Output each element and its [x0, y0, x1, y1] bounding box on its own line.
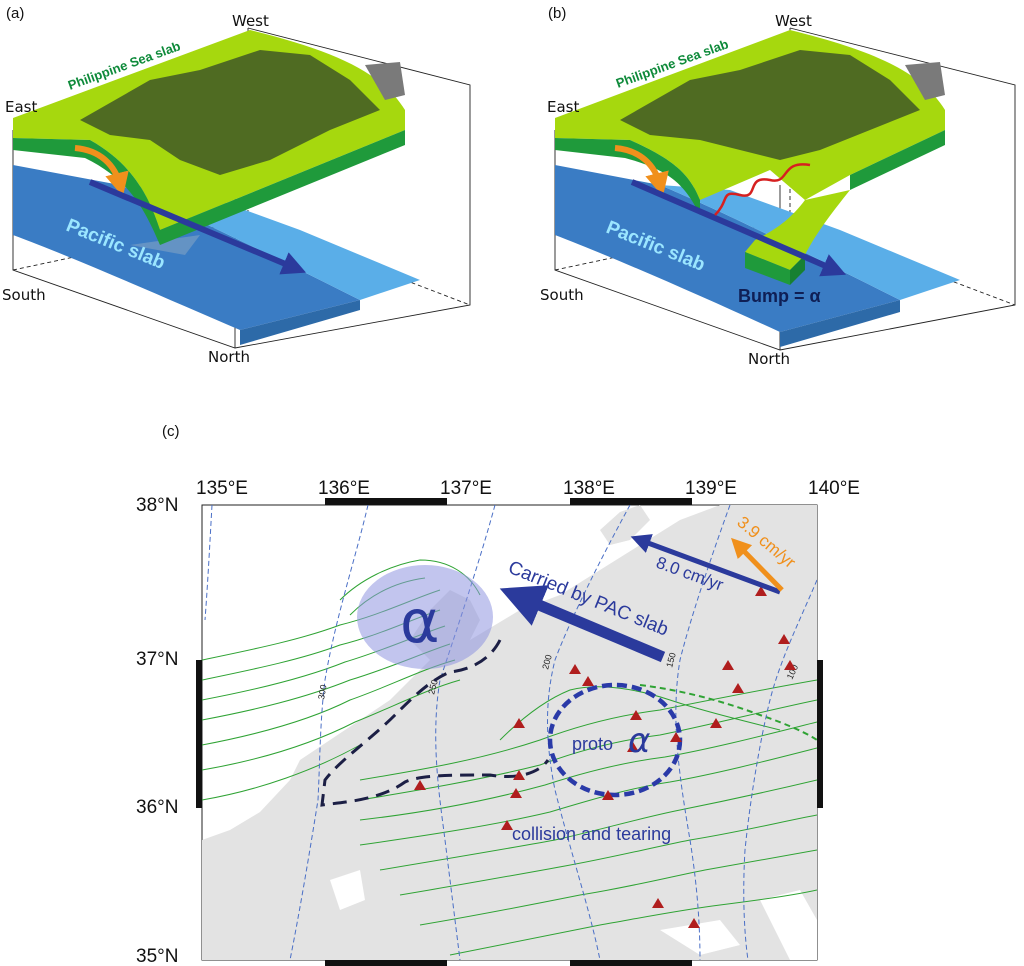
latitude-labels: 38°N 37°N 36°N 35°N: [136, 495, 178, 966]
panel-a-east-label: East: [5, 98, 37, 116]
map-volcanoes: [414, 586, 796, 928]
panel-a-psp-slab: [13, 30, 405, 245]
map-bay-3: [760, 890, 817, 960]
panel-b-psp-motion-arrow: [614, 145, 669, 197]
panel-a-psp-motion-arrow: [74, 145, 129, 197]
map-green-dashed-boundary: [639, 684, 817, 741]
pac-carry-arrow: [499, 585, 666, 663]
panel-b-psp-slab: [555, 30, 945, 285]
depth-label-300: 300: [316, 684, 328, 701]
lon-label-137: 137°E: [440, 478, 492, 499]
panel-b-east-label: East: [547, 98, 579, 116]
panel-b-tear-squiggle: [714, 163, 811, 216]
proto-alpha-symbol: α: [628, 721, 650, 761]
map-land: [202, 505, 817, 960]
alpha-symbol: α: [400, 587, 440, 657]
lon-label-136: 136°E: [318, 478, 370, 499]
panel-b-south-label: South: [540, 286, 584, 304]
lon-label-138: 138°E: [563, 478, 615, 499]
map-bay-1: [330, 870, 365, 910]
lat-label-36: 36°N: [136, 797, 178, 818]
depth-label-200: 200: [540, 653, 554, 670]
panel-b-letter: (b): [548, 5, 566, 22]
panel-a-west-label: West: [232, 12, 269, 30]
panel-a-north-label: North: [208, 348, 250, 366]
lon-label-140: 140°E: [808, 478, 860, 499]
collision-label: collision and tearing: [512, 824, 671, 844]
pac-velocity-arrow: [630, 534, 781, 595]
longitude-labels: 135°E 136°E 137°E 138°E 139°E 140°E: [196, 478, 860, 499]
panel-b: (b) East West South: [540, 5, 1016, 368]
panel-b-pac-motion-arrow: [630, 179, 847, 277]
panel-a: (a) East West South N: [2, 5, 471, 366]
psp-velocity-arrow: [731, 537, 784, 592]
lon-label-139: 139°E: [685, 478, 737, 499]
panel-c: (c): [136, 423, 860, 966]
lon-label-135: 135°E: [196, 478, 248, 499]
lat-label-37: 37°N: [136, 649, 178, 670]
lat-label-38: 38°N: [136, 495, 178, 516]
proto-label: proto: [572, 734, 613, 754]
alpha-region-dashed-outline: [320, 639, 550, 807]
depth-label-150: 150: [664, 651, 678, 668]
panel-b-west-label: West: [775, 12, 812, 30]
panel-b-north-label: North: [748, 350, 790, 368]
panel-c-letter: (c): [162, 423, 180, 440]
panel-a-pac-motion-arrow: [88, 179, 307, 275]
lat-label-35: 35°N: [136, 946, 178, 966]
map-frame-ticks: [196, 498, 823, 966]
panel-a-south-label: South: [2, 286, 46, 304]
map-sado-island: [600, 505, 650, 545]
panel-b-bump-label: Bump = α: [738, 286, 821, 306]
alpha-anomaly-ellipse: [357, 565, 493, 669]
panel-a-letter: (a): [6, 5, 24, 22]
depth-label-250: 250: [426, 678, 440, 695]
